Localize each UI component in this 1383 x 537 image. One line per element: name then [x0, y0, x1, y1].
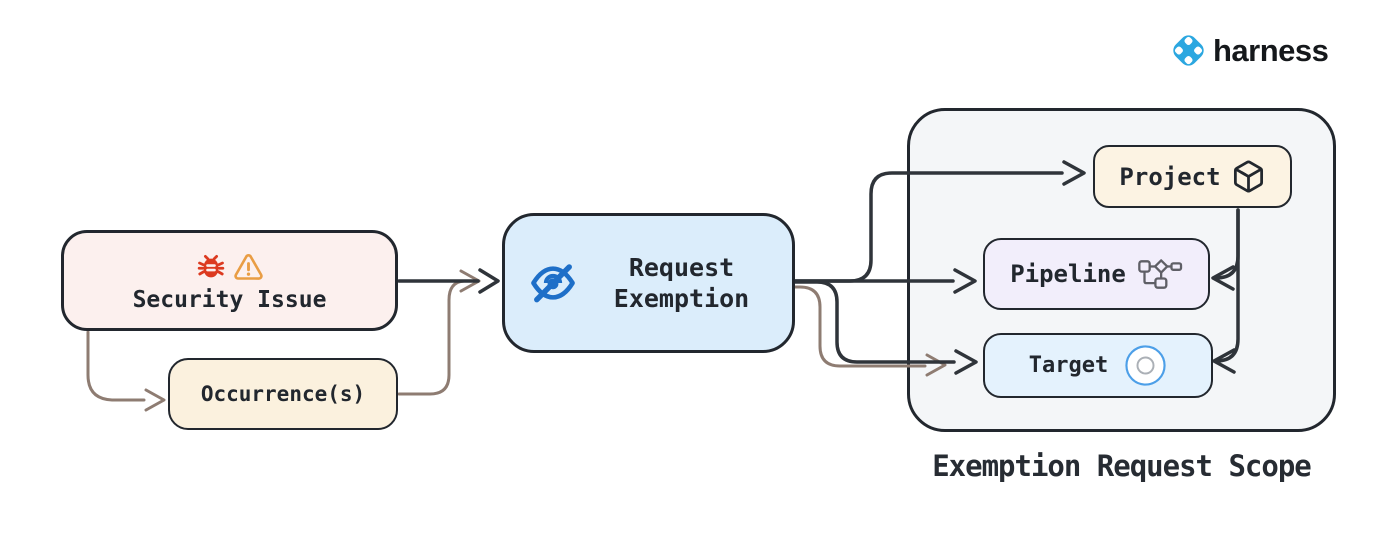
node-security-issue: Security Issue — [61, 230, 398, 331]
harness-logo-icon — [1173, 35, 1204, 66]
request-exemption-label: Request Exemption — [613, 252, 750, 313]
node-request-exemption: Request Exemption — [502, 213, 795, 353]
arrow-occurrences-to-request — [397, 279, 466, 396]
harness-logo: harness — [1168, 30, 1329, 71]
node-project: Project — [1093, 145, 1292, 208]
bug-icon — [197, 254, 224, 277]
arrow-occurrences-to-request-head — [459, 269, 481, 293]
security-issue-label: Security Issue — [132, 286, 327, 313]
arrow-security-to-occurrences — [86, 330, 146, 402]
target-label: Target — [1028, 353, 1109, 378]
arrow-security-to-occurrences-head — [144, 388, 166, 412]
pipeline-label: Pipeline — [1010, 260, 1126, 288]
pipeline-graph-icon — [1137, 258, 1182, 289]
node-pipeline: Pipeline — [983, 238, 1210, 310]
project-label: Project — [1119, 162, 1221, 191]
occurrences-label: Occurrence(s) — [200, 382, 366, 406]
node-occurrences: Occurrence(s) — [168, 358, 398, 430]
node-target: Target — [983, 333, 1213, 398]
security-issue-icons — [196, 251, 264, 283]
warning-icon — [233, 253, 263, 280]
target-icon — [1125, 345, 1166, 386]
arrow-occurrences-to-target — [793, 285, 927, 368]
eye-off-icon — [531, 264, 575, 303]
exemption-scope-title: Exemption Request Scope — [932, 449, 1312, 483]
arrow-security-to-request-head — [478, 268, 500, 294]
package-icon — [1233, 160, 1263, 193]
harness-wordmark: harness — [1213, 33, 1329, 68]
